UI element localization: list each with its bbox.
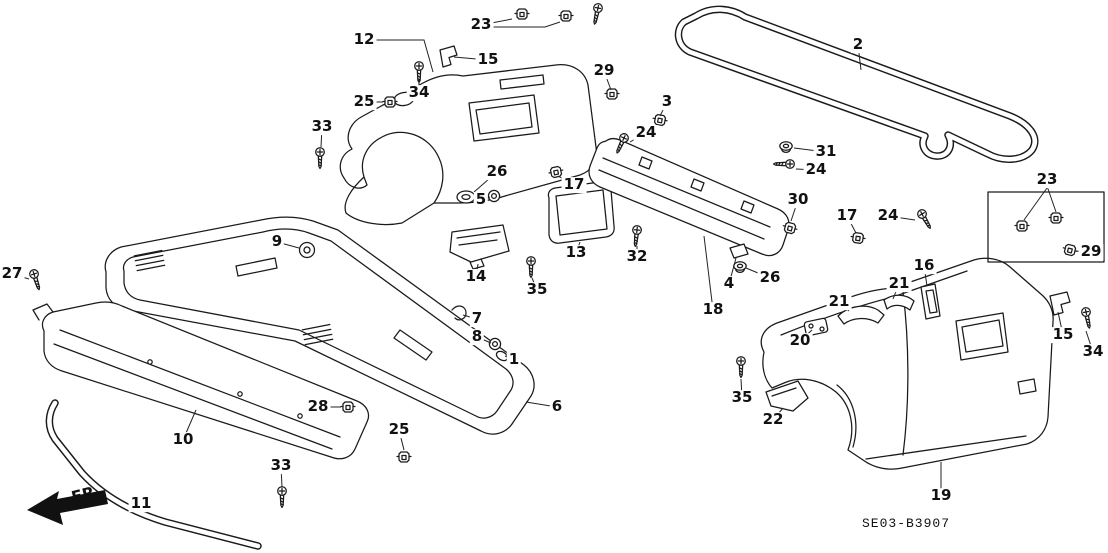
callout-15: 15 xyxy=(475,50,501,69)
callout-33: 33 xyxy=(309,117,335,136)
callout-24: 24 xyxy=(875,206,901,225)
callout-31: 31 xyxy=(813,142,839,161)
callout-4: 4 xyxy=(721,274,737,293)
trim-panel-part xyxy=(547,181,615,244)
callout-29: 29 xyxy=(1078,242,1104,261)
callout-27: 27 xyxy=(0,264,25,283)
hardware-parts xyxy=(27,2,1105,509)
callout-24: 24 xyxy=(633,123,659,142)
callout-6: 6 xyxy=(549,397,565,416)
callout-34: 34 xyxy=(1080,342,1106,361)
detail-box xyxy=(987,191,1105,263)
callout-17: 17 xyxy=(561,175,587,194)
callout-25: 25 xyxy=(386,420,412,439)
bracket-part xyxy=(439,45,458,68)
callout-26: 26 xyxy=(484,162,510,181)
callout-9: 9 xyxy=(269,232,285,251)
callout-25: 25 xyxy=(351,92,377,111)
callout-19: 19 xyxy=(928,486,954,505)
callout-33: 33 xyxy=(268,456,294,475)
callout-30: 30 xyxy=(785,190,811,209)
bracket-part xyxy=(729,243,749,259)
shelf-support-part xyxy=(32,301,370,460)
callout-13: 13 xyxy=(563,243,589,262)
callout-21: 21 xyxy=(826,292,852,311)
callout-10: 10 xyxy=(170,430,196,449)
bracket-part xyxy=(1049,291,1071,316)
hook-part xyxy=(451,305,467,321)
callout-32: 32 xyxy=(624,247,650,266)
corner-trim-part xyxy=(45,399,262,550)
callout-7: 7 xyxy=(469,309,485,328)
callout-28: 28 xyxy=(305,397,331,416)
callout-8: 8 xyxy=(469,327,485,346)
callout-3: 3 xyxy=(659,92,675,111)
callout-20: 20 xyxy=(787,331,813,350)
bracket-box-part xyxy=(449,224,510,270)
callout-14: 14 xyxy=(463,267,489,286)
callout-29: 29 xyxy=(591,61,617,80)
callout-12: 12 xyxy=(351,30,377,49)
callout-16: 16 xyxy=(911,256,937,275)
callout-2: 2 xyxy=(850,35,866,54)
callout-17: 17 xyxy=(834,206,860,225)
callout-15: 15 xyxy=(1050,325,1076,344)
leader-line xyxy=(703,235,714,311)
callout-35: 35 xyxy=(729,388,755,407)
callout-1: 1 xyxy=(506,350,522,369)
leader-line xyxy=(1046,185,1057,213)
callout-18: 18 xyxy=(700,300,726,319)
diagram-code: SE03-B3907 xyxy=(862,516,951,531)
side-lining-left-part xyxy=(339,64,598,226)
callout-26: 26 xyxy=(757,268,783,287)
callout-5: 5 xyxy=(473,190,489,209)
callout-35: 35 xyxy=(524,280,550,299)
callout-23: 23 xyxy=(468,15,494,34)
callout-21: 21 xyxy=(886,274,912,293)
callout-11: 11 xyxy=(128,494,154,513)
front-arrow-icon xyxy=(27,490,108,525)
right-lining-fittings xyxy=(765,283,941,412)
callout-34: 34 xyxy=(406,83,432,102)
callout-22: 22 xyxy=(760,410,786,429)
trunk-seal-part xyxy=(674,5,1039,163)
callout-23: 23 xyxy=(1034,170,1060,189)
callout-24: 24 xyxy=(803,160,829,179)
leader-line xyxy=(493,21,561,28)
leader-line xyxy=(364,39,434,73)
